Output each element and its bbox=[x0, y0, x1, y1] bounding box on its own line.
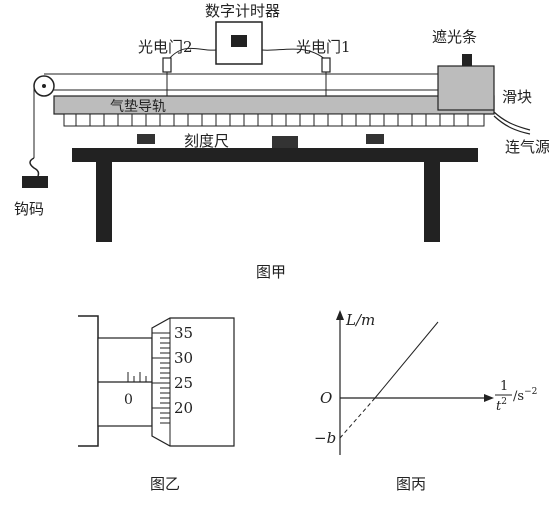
origin-label: O bbox=[320, 389, 332, 407]
hook-weight bbox=[22, 176, 48, 188]
shade-strip bbox=[462, 54, 472, 66]
thimble-ticks bbox=[152, 332, 170, 424]
caption-a: 图甲 bbox=[256, 263, 286, 281]
weight-label: 钩码 bbox=[14, 200, 44, 218]
slider-block bbox=[437, 65, 495, 111]
y-axis-label: L/m bbox=[345, 311, 375, 329]
figure-c-graph: L/m O −b 1 t2 /s−2 图丙 bbox=[314, 310, 537, 493]
thimble-label-20: 20 bbox=[174, 399, 193, 417]
x-axis-label-unit: /s−2 bbox=[513, 387, 537, 404]
x-axis-label-numerator: 1 bbox=[500, 379, 508, 394]
x-axis-label-unit-exp: −2 bbox=[524, 387, 537, 397]
timer-display bbox=[231, 35, 247, 47]
ruler-label: 刻度尺 bbox=[184, 132, 229, 150]
photogate-1 bbox=[321, 57, 331, 73]
support-center bbox=[272, 136, 298, 150]
fit-line bbox=[374, 321, 439, 399]
caption-b: 图乙 bbox=[150, 475, 180, 493]
micrometer-frame bbox=[78, 315, 99, 447]
air-hose bbox=[493, 111, 531, 131]
air-label: 连气源 bbox=[505, 138, 549, 156]
y-axis-arrow bbox=[336, 310, 344, 320]
table-top bbox=[72, 148, 478, 162]
fit-line-dashed bbox=[339, 397, 376, 439]
caption-c: 图丙 bbox=[396, 475, 426, 493]
scale-ticks bbox=[75, 114, 469, 126]
thimble-label-35: 35 bbox=[174, 324, 193, 342]
x-axis-arrow bbox=[484, 394, 494, 402]
hook bbox=[29, 157, 40, 177]
gate1-label: 光电门1 bbox=[296, 38, 351, 56]
air-hose-2 bbox=[493, 115, 531, 135]
shade-label: 遮光条 bbox=[432, 28, 477, 46]
thimble-label-30: 30 bbox=[174, 349, 193, 367]
sleeve-zero-label: 0 bbox=[124, 392, 133, 408]
photogate-2 bbox=[162, 57, 172, 73]
scale-bar bbox=[63, 113, 485, 127]
figure-a-apparatus: 数字计时器 光电门2 光电门1 钩码 气垫导轨 bbox=[14, 2, 549, 281]
gate2-label: 光电门2 bbox=[138, 38, 193, 56]
support-left bbox=[137, 134, 155, 144]
support-right bbox=[366, 134, 384, 144]
slider-label: 滑块 bbox=[502, 88, 532, 106]
track-label: 气垫导轨 bbox=[110, 99, 166, 115]
thimble-label-25: 25 bbox=[174, 374, 193, 392]
sleeve-ticks bbox=[127, 372, 147, 382]
pulley-axle bbox=[42, 84, 46, 88]
wire-to-gate2 bbox=[167, 47, 217, 61]
table-leg-right bbox=[424, 162, 440, 242]
figure-b-micrometer: 0 35 30 25 20 图乙 bbox=[78, 315, 235, 493]
intercept-label: −b bbox=[314, 429, 336, 447]
wire-to-gate1 bbox=[261, 48, 327, 61]
timer-label: 数字计时器 bbox=[205, 2, 280, 20]
x-axis-label-denominator: t2 bbox=[496, 397, 507, 414]
x-axis-label-den-exp: 2 bbox=[501, 397, 507, 407]
table-leg-left bbox=[96, 162, 112, 242]
